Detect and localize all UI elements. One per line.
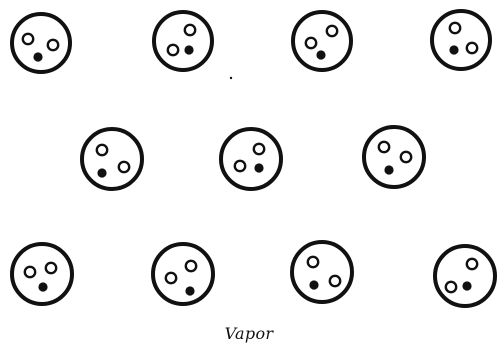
open-circle-atom <box>401 152 411 162</box>
open-circle-atom <box>379 142 389 152</box>
filled-dot-atom <box>254 163 263 172</box>
molecule-outline <box>12 244 72 304</box>
molecule-outline <box>82 129 142 189</box>
open-circle-atom <box>446 282 456 292</box>
open-circle-atom <box>308 257 318 267</box>
molecule-outline <box>364 127 424 187</box>
molecule <box>292 242 352 302</box>
molecule-outline <box>292 242 352 302</box>
molecules-group <box>12 11 495 306</box>
molecule-outline <box>221 129 281 189</box>
molecule-outline <box>154 12 212 70</box>
molecule-outline <box>435 246 495 306</box>
open-circle-atom <box>467 259 477 269</box>
open-circle-atom <box>330 276 340 286</box>
open-circle-atom <box>23 34 33 44</box>
molecule-outline <box>432 11 490 69</box>
molecule-outline <box>293 12 351 70</box>
filled-dot-atom <box>38 282 47 291</box>
filled-dot-atom <box>309 280 318 289</box>
filled-dot-atom <box>97 168 106 177</box>
open-circle-atom <box>235 161 245 171</box>
open-circle-atom <box>327 26 337 36</box>
filled-dot-atom <box>449 45 458 54</box>
diagram-caption: Vapor <box>0 324 498 343</box>
molecule <box>293 12 351 70</box>
filled-dot-atom <box>33 52 42 61</box>
filled-dot-atom <box>185 286 194 295</box>
molecule <box>153 244 213 304</box>
filled-dot-atom <box>462 281 471 290</box>
open-circle-atom <box>46 263 56 273</box>
filled-dot-atom <box>184 45 193 54</box>
molecule <box>12 244 72 304</box>
open-circle-atom <box>186 261 196 271</box>
open-circle-atom <box>306 38 316 48</box>
open-circle-atom <box>25 267 35 277</box>
stray-speck <box>230 77 232 79</box>
molecule <box>221 129 281 189</box>
open-circle-atom <box>166 273 176 283</box>
open-circle-atom <box>450 23 460 33</box>
molecule <box>154 12 212 70</box>
open-circle-atom <box>185 25 195 35</box>
open-circle-atom <box>168 45 178 55</box>
open-circle-atom <box>467 43 477 53</box>
open-circle-atom <box>48 40 58 50</box>
molecule <box>364 127 424 187</box>
open-circle-atom <box>97 145 107 155</box>
open-circle-atom <box>119 162 129 172</box>
molecule <box>432 11 490 69</box>
molecule-outline <box>12 14 70 72</box>
molecule <box>435 246 495 306</box>
filled-dot-atom <box>316 50 325 59</box>
molecule <box>82 129 142 189</box>
filled-dot-atom <box>384 165 393 174</box>
open-circle-atom <box>254 144 264 154</box>
molecule <box>12 14 70 72</box>
molecule-outline <box>153 244 213 304</box>
